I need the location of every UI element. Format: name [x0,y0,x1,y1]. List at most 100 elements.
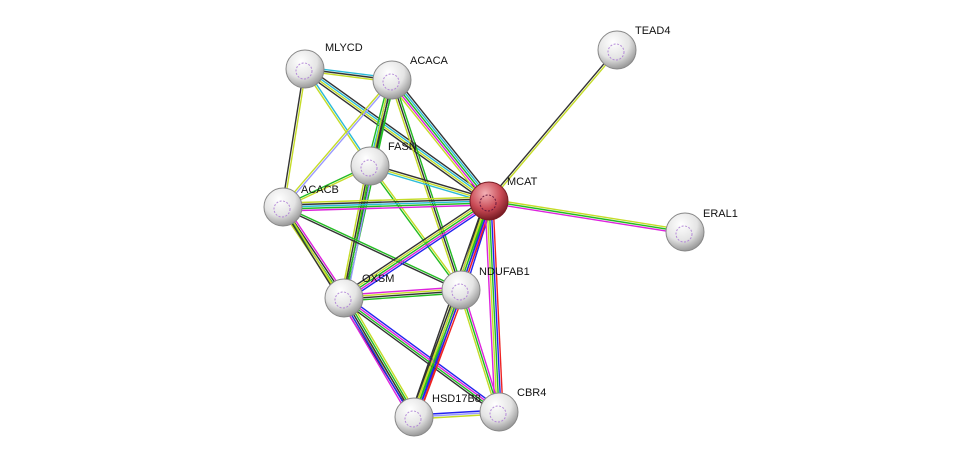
evidence-line [342,165,370,298]
evidence-line [281,68,305,207]
node-fasn[interactable]: FASN [350,141,417,186]
protein-structure-icon [382,73,400,91]
node-label: HSD17B8 [432,393,481,405]
edge-acaca-mcat[interactable] [388,77,493,204]
evidence-line [282,196,489,204]
edge-ndufab1-cbr4[interactable] [458,289,502,413]
protein-structure-icon [451,283,469,301]
evidence-line [283,204,490,212]
evidence-line [345,295,502,411]
evidence-line [370,164,463,290]
protein-structure-icon [360,159,378,177]
node-bubble[interactable] [479,392,519,432]
evidence-line [344,290,462,300]
evidence-line [281,78,392,207]
evidence-line [370,163,490,200]
node-bubble[interactable] [324,278,364,318]
edge-ndufab1-hsd17b8[interactable] [409,288,466,419]
node-bubble[interactable] [263,187,303,227]
evidence-line [489,198,686,231]
evidence-line [488,200,500,413]
edge-acaca-acacb[interactable] [281,78,394,209]
node-mlycd[interactable]: MLYCD [285,42,363,89]
edge-mcat-eral1[interactable] [488,198,686,235]
node-bubble[interactable] [441,270,481,310]
evidence-line [394,77,493,199]
protein-structure-icon [479,194,497,212]
evidence-line [282,198,489,206]
edge-mlycd-acacb[interactable] [281,68,307,208]
node-eral1[interactable]: ERAL1 [665,208,738,252]
edge-fasn-ndufab1[interactable] [368,164,463,292]
protein-structure-icon [489,405,507,423]
evidence-line [283,69,307,208]
evidence-line [282,200,490,208]
node-bubble[interactable] [665,212,705,252]
node-acaca[interactable]: ACACA [372,55,449,100]
evidence-line [341,299,498,415]
node-label: FASN [388,141,417,153]
evidence-line [460,289,500,413]
edge-oxsm-ndufab1[interactable] [343,286,462,302]
node-label: CBR4 [517,387,546,399]
node-bubble[interactable] [350,146,390,186]
evidence-line [488,200,686,233]
evidence-line [368,166,461,292]
evidence-line [388,82,487,204]
evidence-line [344,166,372,299]
evidence-line [389,80,488,203]
evidence-line [389,80,460,291]
node-bubble[interactable] [394,397,434,437]
edge-fasn-oxsm[interactable] [340,165,374,299]
evidence-line [391,79,490,202]
node-bubble[interactable] [597,30,637,70]
protein-structure-icon [675,225,693,243]
node-ndufab1[interactable]: NDUFAB1 [441,266,530,310]
node-oxsm[interactable]: OXSM [324,273,394,318]
edge-mlycd-mcat[interactable] [302,65,492,205]
node-label: NDUFAB1 [479,266,530,278]
evidence-line [484,201,496,413]
protein-structure-icon [273,200,291,218]
node-hsd17b8[interactable]: HSD17B8 [394,393,481,437]
evidence-line [283,80,394,209]
evidence-line [344,202,491,301]
evidence-line [345,296,417,417]
node-acacb[interactable]: ACACB [263,184,339,227]
evidence-line [282,207,461,292]
node-label: ACACB [301,184,339,196]
node-cbr4[interactable]: CBR4 [479,387,546,432]
protein-structure-icon [295,62,313,80]
evidence-line [304,69,489,203]
evidence-line [409,288,458,416]
edge-mcat-tead4[interactable] [487,48,619,203]
edge-mcat-cbr4[interactable] [484,200,504,413]
evidence-line [411,289,460,417]
edge-acacb-ndufab1[interactable] [282,205,462,292]
protein-structure-icon [404,410,422,428]
evidence-line [486,201,498,413]
evidence-line [302,70,488,205]
node-bubble[interactable] [372,60,412,100]
evidence-line [413,289,462,418]
node-tead4[interactable]: TEAD4 [597,25,670,70]
edge-oxsm-hsd17b8[interactable] [339,295,419,420]
edge-oxsm-cbr4[interactable] [341,295,502,415]
evidence-line [488,202,685,235]
protein-structure-icon [334,291,352,309]
evidence-line [346,166,374,299]
node-bubble[interactable] [469,181,509,221]
evidence-line [344,296,501,412]
evidence-line [340,165,368,298]
node-bubble[interactable] [285,49,325,89]
edge-acacb-mcat[interactable] [282,196,490,212]
evidence-line [343,297,415,418]
node-mcat[interactable]: MCAT [469,176,538,221]
evidence-line [490,200,502,412]
evidence-line [343,288,461,298]
evidence-line [339,299,412,420]
edge-mcat-oxsm[interactable] [341,197,492,302]
evidence-line [345,203,492,302]
